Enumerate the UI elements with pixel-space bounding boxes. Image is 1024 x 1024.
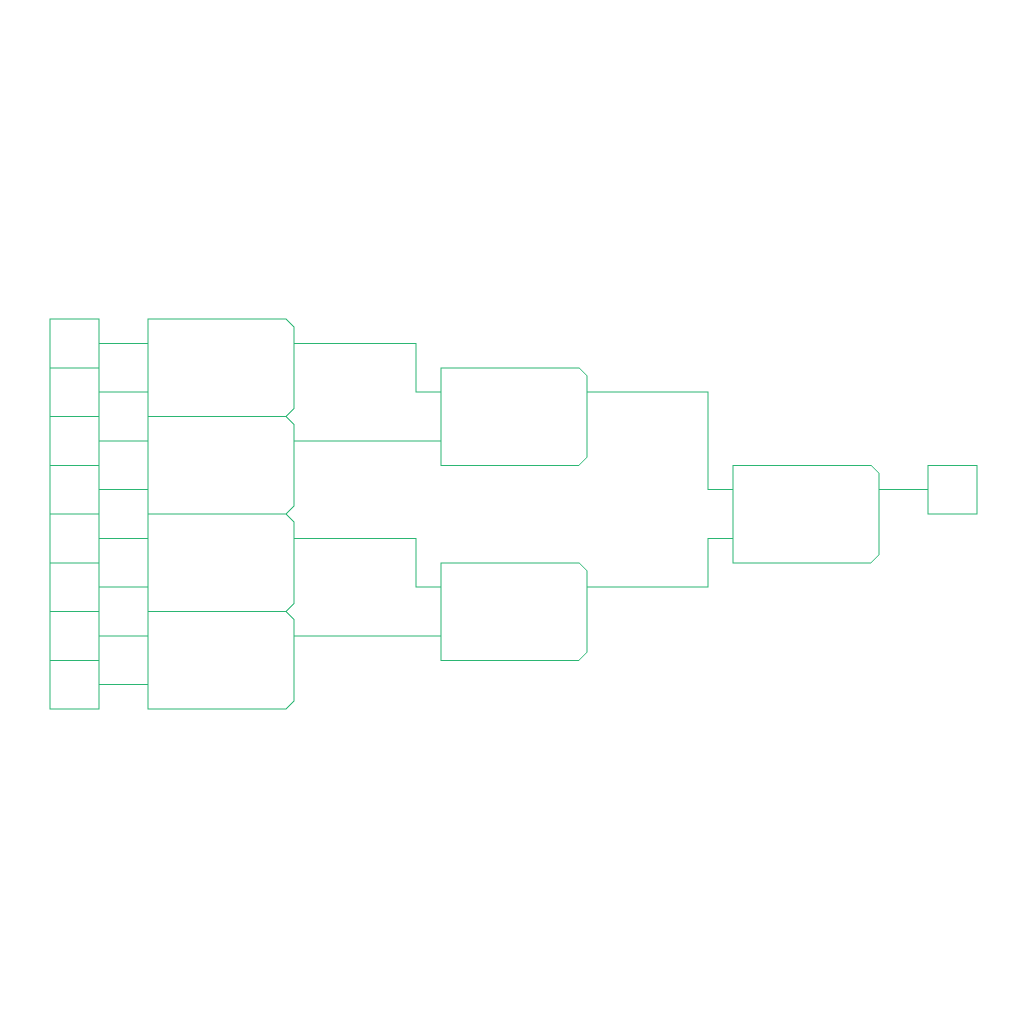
- leaf-box: [49, 318, 100, 369]
- stage-1-block: [147, 416, 295, 515]
- output-box: [927, 464, 978, 515]
- stage-connector: [294, 342, 441, 393]
- stage-1-block: [147, 318, 295, 417]
- stage-connector: [587, 391, 733, 491]
- leaf-box: [49, 659, 100, 710]
- stage-2-block: [440, 562, 588, 661]
- leaf-box: [49, 367, 100, 417]
- leaf-box: [49, 611, 100, 661]
- leaf-box: [49, 464, 100, 515]
- stage-1-block: [147, 611, 295, 710]
- leaf-box: [49, 513, 100, 564]
- stage-connector: [294, 537, 441, 588]
- stage-3-block: [732, 464, 880, 564]
- stage-2-block: [440, 367, 588, 466]
- diagram-nodes: [49, 318, 978, 710]
- stage-1-block: [147, 513, 295, 612]
- stage-connector: [587, 537, 733, 588]
- diagram-connectors: [99, 342, 928, 686]
- leaf-box: [49, 416, 100, 466]
- leaf-box: [49, 562, 100, 612]
